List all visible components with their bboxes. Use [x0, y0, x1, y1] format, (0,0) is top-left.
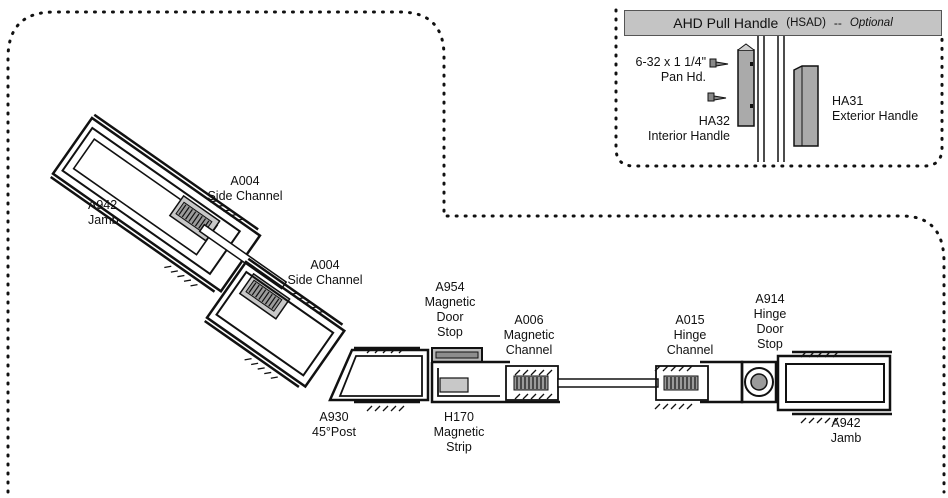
inset-separator: --: [833, 16, 842, 30]
lower-side-profile: [203, 257, 347, 389]
inset-code: (HSAD): [786, 17, 826, 29]
screw-label: 6-32 x 1 1/4"Pan Hd.: [635, 55, 706, 84]
inset-optional: Optional: [849, 17, 893, 29]
hinge-channel: [654, 360, 744, 410]
post-45-profile: [328, 346, 430, 412]
exterior-handle: [793, 65, 819, 147]
glass-panel-angled: [198, 223, 288, 290]
left-jamb-profile: [49, 113, 262, 294]
hinge-door-stop: [740, 360, 778, 404]
inset-boundary: [614, 8, 944, 168]
inset-title-bar: AHD Pull Handle (HSAD) -- Optional: [624, 10, 942, 36]
interior-handle: [737, 43, 755, 127]
magnetic-door-stop: [431, 347, 483, 363]
right-jamb-profile: [776, 350, 892, 424]
magnetic-channel-frame: [430, 360, 560, 404]
glass-panel-horizontal: [557, 378, 659, 388]
dotted-boundary: [6, 10, 946, 494]
vertical-frame-lines: [757, 36, 785, 162]
screw-icon-lower: [707, 92, 727, 102]
inset-title: AHD Pull Handle: [673, 15, 779, 31]
screw-icon-upper: [709, 58, 729, 68]
side-channel-lower: [238, 272, 291, 320]
